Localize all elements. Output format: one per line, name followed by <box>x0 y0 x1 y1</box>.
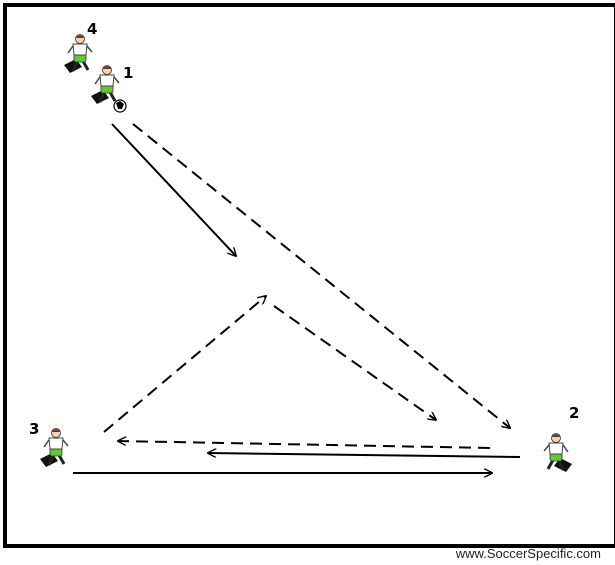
player-2-label: 2 <box>569 404 579 422</box>
pass-arrow-1-to-2 <box>132 123 510 428</box>
run-arrow-1 <box>111 123 236 256</box>
player-2 <box>542 432 574 474</box>
field-boundary <box>3 3 615 548</box>
pass-arrow-to-2 <box>273 305 436 420</box>
player-1 <box>89 64 121 106</box>
player-3 <box>38 427 70 469</box>
ball <box>113 99 127 113</box>
player-1-label: 1 <box>123 64 133 82</box>
pass-arrow-2-to-3 <box>118 441 491 449</box>
run-arrow-2 <box>208 453 521 458</box>
player-4 <box>62 33 94 75</box>
player-3-label: 3 <box>29 420 39 438</box>
pass-arrow-3-up <box>103 296 266 433</box>
arrows <box>73 123 521 473</box>
player-4-label: 4 <box>87 20 97 38</box>
credit-text: www.SoccerSpecific.com <box>455 546 601 561</box>
